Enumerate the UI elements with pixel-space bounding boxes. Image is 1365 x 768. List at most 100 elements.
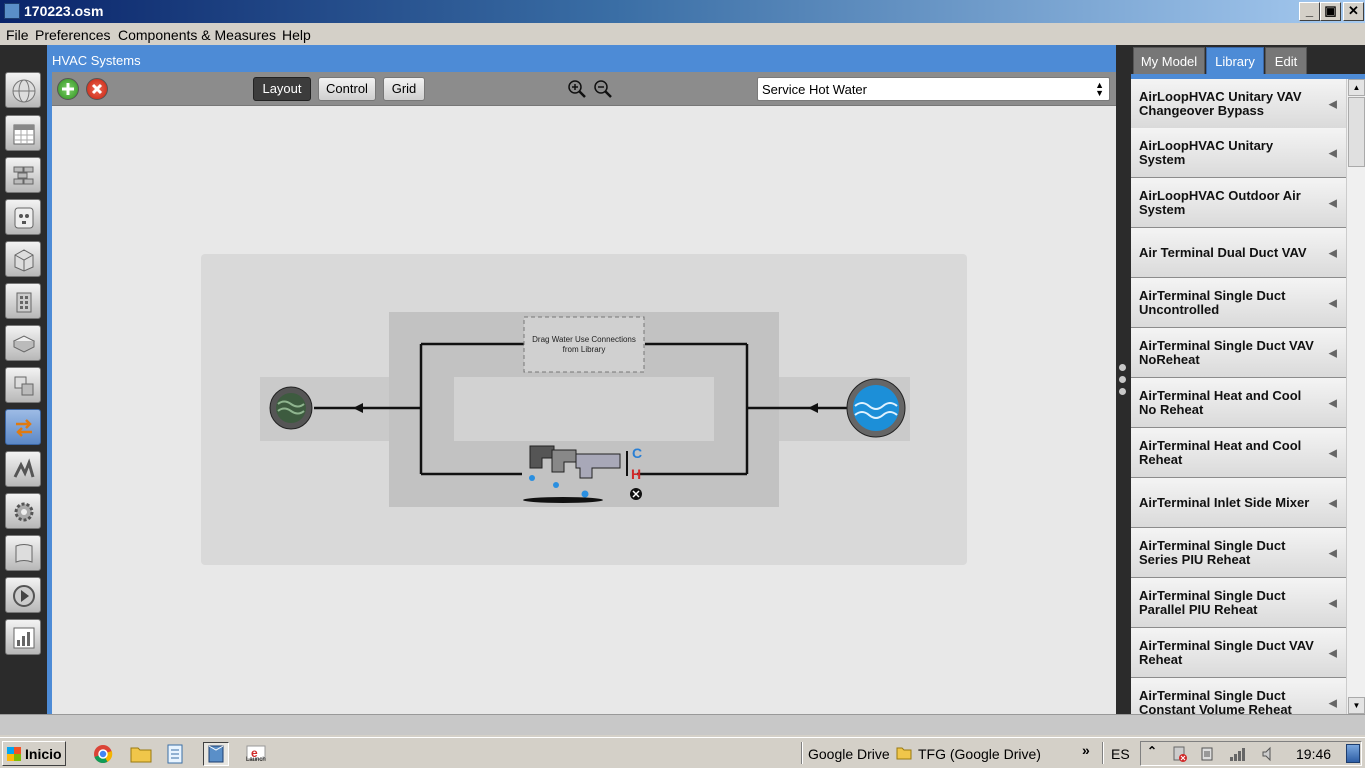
scroll-up-icon[interactable]: ▲	[1348, 79, 1365, 96]
tab-my-model[interactable]: My Model	[1133, 47, 1205, 74]
library-item[interactable]: Air Terminal Dual Duct VAV◀	[1131, 228, 1346, 278]
usb-icon[interactable]	[1199, 745, 1217, 763]
grid-button[interactable]: Grid	[383, 77, 425, 101]
panel-header: HVAC Systems	[52, 45, 1116, 72]
file-explorer-icon[interactable]	[128, 742, 154, 766]
scroll-thumb[interactable]	[1348, 97, 1365, 167]
caret-left-icon: ◀	[1328, 697, 1337, 709]
arrow-left-icon	[353, 403, 363, 413]
launch-icon[interactable]: e Launch	[243, 742, 269, 766]
space-types-icon[interactable]	[5, 241, 41, 277]
caret-left-icon: ◀	[1328, 647, 1337, 659]
results-icon[interactable]	[5, 619, 41, 655]
library-item[interactable]: AirTerminal Single Duct Constant Volume …	[1131, 678, 1346, 714]
volume-icon[interactable]	[1261, 746, 1277, 762]
control-button[interactable]: Control	[318, 77, 376, 101]
library-item[interactable]: AirTerminal Single Duct VAV Reheat◀	[1131, 628, 1346, 678]
library-item[interactable]: AirTerminal Inlet Side Mixer◀	[1131, 478, 1346, 528]
schedules-icon[interactable]	[5, 115, 41, 151]
library-item[interactable]: AirTerminal Single Duct Uncontrolled◀	[1131, 278, 1346, 328]
library-item[interactable]: AirLoopHVAC Unitary System◀	[1131, 128, 1346, 178]
water-use-equipment-icon[interactable]	[523, 445, 628, 503]
loads-icon[interactable]	[5, 199, 41, 235]
maximize-button[interactable]: ▣	[1320, 2, 1341, 21]
facility-icon[interactable]	[5, 283, 41, 319]
thermal-zones-icon[interactable]	[5, 367, 41, 403]
clock[interactable]: 19:46	[1296, 746, 1332, 762]
layout-button[interactable]: Layout	[253, 77, 311, 101]
site-icon[interactable]	[5, 72, 41, 108]
caret-left-icon: ◀	[1328, 597, 1337, 609]
toolbar-overflow-button[interactable]: »	[1082, 742, 1090, 758]
library-scrollbar[interactable]: ▲ ▼	[1346, 79, 1365, 714]
scroll-down-icon[interactable]: ▼	[1348, 697, 1365, 714]
title-bar: 170223.osm _ ▣ ✕	[0, 0, 1365, 23]
windows-flag-icon	[7, 747, 21, 761]
library-item[interactable]: AirTerminal Single Duct VAV NoReheat◀	[1131, 328, 1346, 378]
constructions-icon[interactable]	[5, 157, 41, 193]
hvac-systems-icon[interactable]	[5, 409, 41, 445]
drop-zone-text: Drag Water Use Connections from Library	[532, 335, 636, 354]
splitter-grip	[1119, 388, 1126, 395]
zoom-out-icon[interactable]	[593, 79, 613, 99]
tab-library[interactable]: Library	[1206, 47, 1264, 74]
svg-text:e: e	[251, 746, 258, 760]
run-icon[interactable]	[5, 577, 41, 613]
remove-connection-icon[interactable]	[630, 488, 642, 500]
zoom-in-icon[interactable]	[567, 79, 587, 99]
app-icon	[4, 3, 20, 19]
start-button[interactable]: Inicio	[2, 741, 66, 766]
close-button[interactable]: ✕	[1343, 2, 1364, 21]
library-item[interactable]: AirTerminal Single Duct Parallel PIU Reh…	[1131, 578, 1346, 628]
building-summary-icon[interactable]	[5, 451, 41, 487]
caret-left-icon: ◀	[1328, 297, 1337, 309]
language-indicator[interactable]: ES	[1111, 746, 1130, 762]
tab-edit[interactable]: Edit	[1265, 47, 1307, 74]
system-select[interactable]: Service Hot Water ▲▼	[757, 77, 1110, 101]
google-drive-toolbar[interactable]: Google Drive	[808, 746, 890, 762]
hot-label: H	[631, 466, 641, 482]
system-tray: ⌃ 19:46	[1140, 741, 1362, 766]
library-item[interactable]: AirTerminal Single Duct Series PIU Rehea…	[1131, 528, 1346, 578]
chrome-icon[interactable]	[90, 742, 116, 766]
minimize-button[interactable]: _	[1299, 2, 1320, 21]
library-item[interactable]: AirTerminal Heat and Cool No Reheat◀	[1131, 378, 1346, 428]
taskbar-divider	[1102, 742, 1104, 764]
action-center-icon[interactable]	[1171, 745, 1189, 763]
menu-preferences[interactable]: Preferences	[35, 27, 111, 43]
caret-left-icon: ◀	[1328, 497, 1337, 509]
show-desktop-button[interactable]	[1346, 744, 1360, 763]
menu-file[interactable]: File	[6, 27, 29, 43]
panel-title: HVAC Systems	[52, 53, 141, 68]
add-system-button[interactable]	[57, 78, 79, 100]
taskbar-divider	[801, 742, 803, 764]
splitter-grip	[1119, 364, 1126, 371]
caret-left-icon: ◀	[1328, 347, 1337, 359]
openstudio-taskbar-icon[interactable]	[203, 742, 229, 766]
spaces-icon[interactable]	[5, 325, 41, 361]
water-heater-outlet-icon[interactable]	[269, 386, 313, 430]
water-heater-inlet-icon[interactable]	[846, 378, 906, 438]
menu-components-measures[interactable]: Components & Measures	[118, 27, 276, 43]
splitter-grip	[1119, 376, 1126, 383]
chevron-updown-icon: ▲▼	[1095, 80, 1104, 98]
menu-help[interactable]: Help	[282, 27, 311, 43]
taskbar: Inicio e Launch Google Drive TFG (Google…	[0, 737, 1365, 767]
system-select-value: Service Hot Water	[762, 82, 867, 97]
folder-icon	[896, 747, 912, 760]
left-toolbar	[0, 45, 47, 714]
simulation-settings-icon[interactable]	[5, 493, 41, 529]
water-use-drop-zone[interactable]	[523, 316, 645, 373]
plant-loop-diagram: C H	[201, 254, 967, 565]
notepad-icon[interactable]	[162, 742, 188, 766]
bypass-area	[454, 377, 714, 441]
library-item[interactable]: AirLoopHVAC Unitary VAV Changeover Bypas…	[1131, 79, 1346, 129]
remove-system-button[interactable]	[86, 78, 108, 100]
library-item[interactable]: AirTerminal Heat and Cool Reheat◀	[1131, 428, 1346, 478]
plus-icon	[62, 83, 74, 95]
library-item[interactable]: AirLoopHVAC Outdoor Air System◀	[1131, 178, 1346, 228]
network-signal-icon[interactable]	[1229, 746, 1247, 762]
tfg-folder-toolbar[interactable]: TFG (Google Drive)	[918, 746, 1041, 762]
tray-expand-icon[interactable]: ⌃	[1147, 744, 1158, 758]
scripts-icon[interactable]	[5, 535, 41, 571]
